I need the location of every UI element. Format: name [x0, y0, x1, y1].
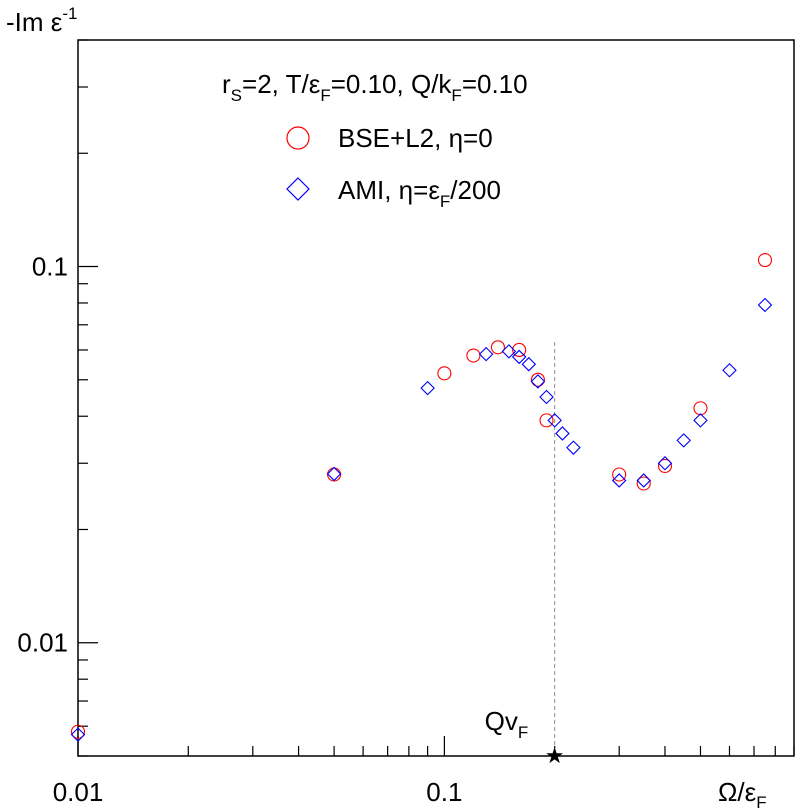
- qvf-star-marker: ★: [545, 743, 565, 768]
- ami-point: [530, 374, 546, 389]
- ami-point: [547, 413, 562, 428]
- y-tick-label: 0.01: [17, 628, 68, 658]
- legend: BSE+L2, η=0 AMI, η=εF/200: [286, 123, 501, 211]
- ami-point: [611, 473, 627, 488]
- bse-point: [530, 372, 545, 387]
- bse-point: [612, 467, 627, 482]
- legend-label-ami: AMI, η=εF/200: [338, 175, 501, 211]
- data-points: [70, 253, 773, 742]
- ami-point: [657, 455, 673, 471]
- bse-point: [693, 401, 708, 416]
- bse-point: [657, 458, 673, 474]
- bse-point: [327, 467, 342, 482]
- ami-point: [693, 413, 708, 428]
- plot-frame: [77, 39, 795, 757]
- x-tick-label: 0.01: [53, 777, 104, 807]
- bse-point: [437, 366, 452, 381]
- qvf-label: QvF: [485, 706, 529, 742]
- bse-point: [636, 476, 651, 491]
- x-axis-title: Ω/εF: [718, 777, 767, 810]
- bse-point: [757, 253, 773, 268]
- ami-point: [676, 433, 691, 448]
- y-axis-title: -Im ε-1: [6, 4, 77, 37]
- ami-point: [70, 727, 86, 742]
- ami-point: [636, 473, 651, 488]
- ami-point: [722, 362, 737, 378]
- bse-point: [70, 724, 86, 739]
- legend-label-bse: BSE+L2, η=0: [338, 123, 493, 153]
- ami-point: [326, 466, 342, 482]
- ami-point: [478, 346, 494, 362]
- ami-point: [539, 389, 554, 405]
- legend-marker-bse: [286, 126, 310, 150]
- ami-point: [566, 440, 581, 455]
- ami-point: [521, 356, 537, 372]
- params-text: rS=2, T/εF=0.10, Q/kF=0.10: [222, 69, 528, 105]
- ami-point: [501, 344, 517, 359]
- bse-point: [539, 413, 554, 428]
- x-tick-label: 0.1: [426, 777, 462, 807]
- tick-labels: 0.01 0.1 0.01 0.1: [17, 252, 462, 807]
- ami-point: [555, 426, 570, 441]
- bse-point: [512, 342, 527, 358]
- ami-point: [757, 297, 773, 313]
- legend-marker-ami: [286, 177, 310, 201]
- ami-point: [511, 349, 527, 365]
- bse-point: [466, 348, 481, 363]
- ami-point: [420, 380, 435, 396]
- bse-point: [490, 340, 505, 355]
- y-tick-label: 0.1: [32, 252, 68, 282]
